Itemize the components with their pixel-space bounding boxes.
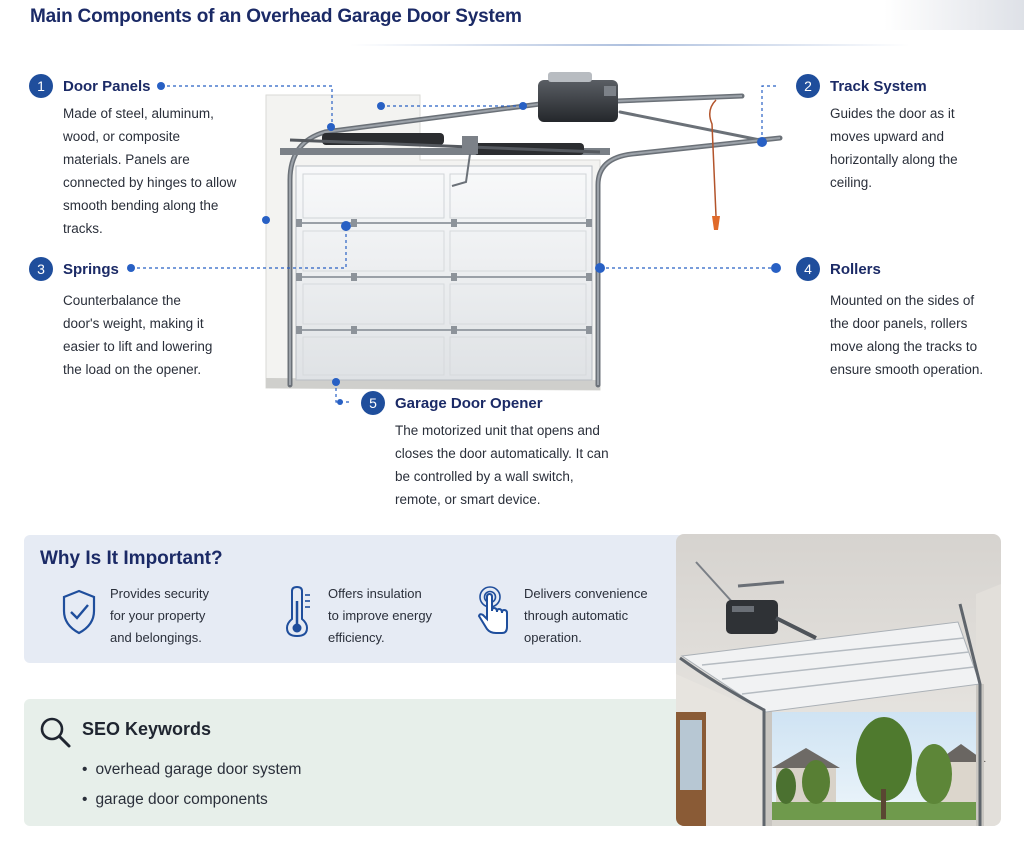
- garage-door-opener-unit: [538, 72, 720, 230]
- seo-keyword: overhead garage door system: [82, 755, 301, 785]
- touch-hand-icon: [477, 586, 508, 634]
- thermometer-icon: [285, 585, 310, 638]
- why-item-convenience: Delivers convenience through automatic o…: [472, 583, 648, 649]
- component-description: Counterbalance the door's weight, making…: [63, 293, 213, 377]
- component-description: Mounted on the sides of the door panels,…: [830, 293, 984, 377]
- component-track-system: 2 Track System Guides the door as it mov…: [796, 74, 996, 194]
- seo-title: SEO Keywords: [82, 719, 212, 739]
- corner-shadow: [884, 0, 1024, 30]
- why-title: Why Is It Important?: [40, 548, 223, 569]
- why-important-panel: Why Is It Important? Provides security f…: [24, 535, 684, 663]
- shield-check-icon: [62, 589, 96, 635]
- component-name: Springs: [63, 260, 119, 278]
- component-garage-door-opener: 5 Garage Door Opener The motorized unit …: [361, 391, 621, 511]
- number-badge: 5: [361, 391, 385, 415]
- component-description: The motorized unit that opens and closes…: [395, 423, 609, 507]
- component-name: Garage Door Opener: [395, 394, 543, 412]
- component-springs: 3 Springs Counterbalance the door's weig…: [29, 257, 219, 381]
- seo-keyword: garage door components: [82, 785, 301, 815]
- title-divider: [350, 44, 910, 46]
- why-item-text: Delivers convenience through automatic o…: [524, 586, 648, 645]
- component-name: Door Panels: [63, 77, 151, 95]
- header-bar: [280, 148, 610, 155]
- back-wall: [265, 94, 601, 391]
- why-item-text: Offers insulation to improve energy effi…: [328, 586, 433, 645]
- component-description: Guides the door as it moves upward and h…: [830, 106, 958, 190]
- why-item-security: Provides security for your property and …: [58, 583, 209, 649]
- number-badge: 4: [796, 257, 820, 281]
- search-icon: [40, 717, 71, 748]
- component-name: Track System: [830, 77, 927, 95]
- component-rollers: 4 Rollers Mounted on the sides of the do…: [796, 257, 986, 381]
- door-panels: [295, 165, 593, 381]
- component-description: Made of steel, aluminum, wood, or compos…: [63, 106, 237, 236]
- garage-interior-photo: [676, 534, 1001, 826]
- seo-keyword-list: overhead garage door system garage door …: [82, 755, 301, 815]
- track-system: [287, 93, 783, 388]
- seo-keywords-panel: SEO Keywords overhead garage door system…: [24, 699, 684, 826]
- wall-bottom: [266, 378, 600, 390]
- number-badge: 1: [29, 74, 53, 98]
- number-badge: 2: [796, 74, 820, 98]
- component-door-panels: 1 Door Panels Made of steel, aluminum, w…: [29, 74, 239, 240]
- why-item-text: Provides security for your property and …: [110, 586, 209, 645]
- page-title: Main Components of an Overhead Garage Do…: [30, 6, 522, 27]
- number-badge: 3: [29, 257, 53, 281]
- component-name: Rollers: [830, 260, 881, 278]
- torsion-springs: [289, 133, 601, 187]
- why-item-insulation: Offers insulation to improve energy effi…: [276, 583, 432, 649]
